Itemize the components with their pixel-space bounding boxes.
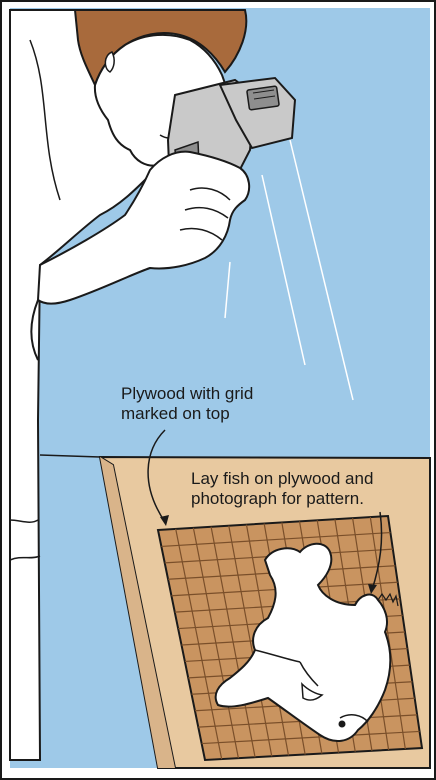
plywood-label-line1: Plywood with grid	[121, 384, 253, 404]
lay-fish-label: Lay fish on plywood and photograph for p…	[191, 469, 373, 509]
plywood-label-line2: marked on top	[121, 404, 253, 424]
plywood-label: Plywood with grid marked on top	[121, 384, 253, 424]
lay-fish-label-line1: Lay fish on plywood and	[191, 469, 373, 489]
lay-fish-label-line2: photograph for pattern.	[191, 489, 373, 509]
